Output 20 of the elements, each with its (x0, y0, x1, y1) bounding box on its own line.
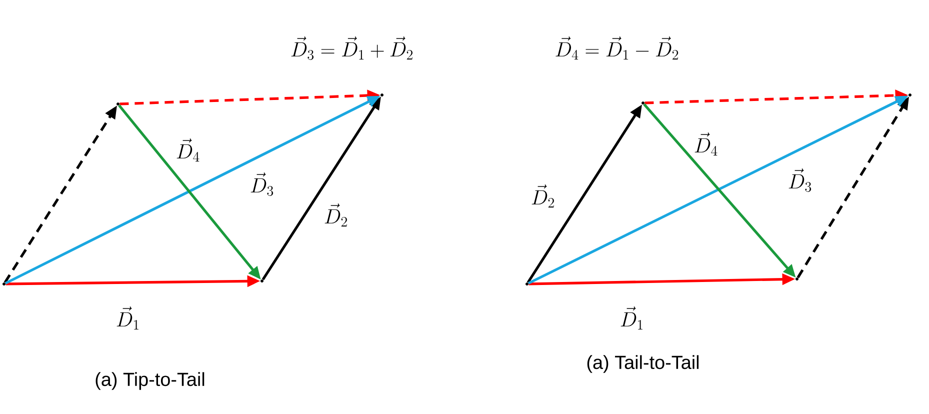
edge-label: $\vec{D}_4$ (694, 132, 718, 156)
vertex-point (380, 94, 384, 96)
edge-label: $\vec{D}_3$ (250, 172, 274, 196)
vertex-point (526, 282, 528, 286)
vertex-point (2, 282, 6, 286)
equation: $\vec{D}_4 = \vec{D}_1 - \vec{D}_2$ (556, 36, 678, 60)
vertex-point (642, 102, 644, 104)
caption: (a) Tail-to-Tail (587, 355, 699, 373)
edge-label: $\vec{D}_1$ (116, 306, 139, 330)
edge-label: $\vec{D}_1$ (620, 306, 643, 330)
vertex-point (116, 102, 120, 106)
vertex-point (260, 280, 264, 282)
edge-label: $\vec{D}_2$ (324, 203, 347, 227)
edge-label: $\vec{D}_2$ (532, 184, 554, 208)
equation: $\vec{D}_3 = \vec{D}_1 + \vec{D}_2$ (291, 36, 412, 60)
edge-label: $\vec{D}_3$ (788, 168, 812, 192)
edge-label: $\vec{D}_4$ (176, 138, 200, 162)
caption: (a) Tip-to-Tail (96, 372, 204, 390)
vertex-point (908, 94, 912, 96)
vertex-point (796, 278, 798, 280)
